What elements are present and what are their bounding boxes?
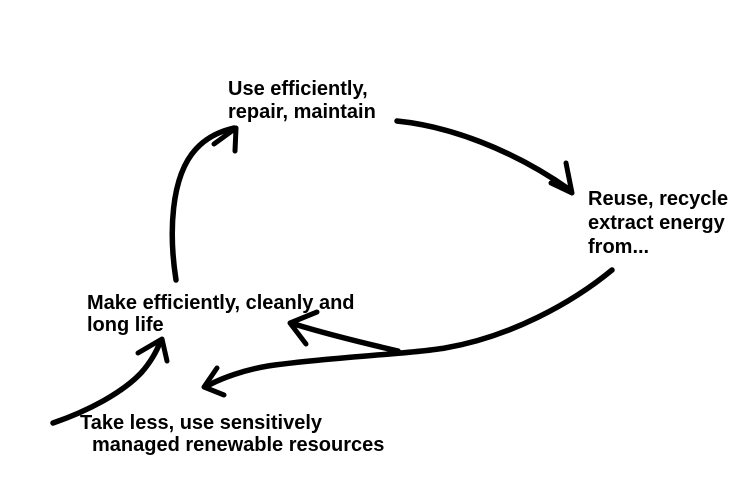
node-use-efficiently: Use efficiently, repair, maintain [228, 78, 376, 124]
arrow-use-to-reuse [394, 118, 575, 196]
node-make-line-2: long life [87, 314, 164, 336]
node-take-line-2: managed renewable resources [92, 434, 385, 456]
node-reuse-line-1: Reuse, recycle [588, 188, 729, 210]
node-use-line-1: Use efficiently, [228, 78, 368, 100]
arrow-take-to-make [50, 336, 170, 426]
node-reuse-recycle: Reuse, recycle extract energy from... [588, 187, 728, 259]
node-take-less: Take less, use sensitively managed renew… [80, 412, 384, 456]
arrow-make-to-use [169, 125, 239, 283]
arrow-reuse-to-take [201, 267, 615, 398]
node-use-line-2: repair, maintain [228, 101, 376, 123]
arrow-reuse-to-make [287, 309, 401, 354]
node-reuse-line-3: from... [588, 236, 650, 258]
node-reuse-line-2: extract energy [588, 212, 725, 234]
node-make-line-1: Make efficiently, cleanly and [87, 292, 355, 314]
node-take-line-1: Take less, use sensitively [80, 412, 323, 434]
node-make-efficiently: Make efficiently, cleanly and long life [87, 292, 355, 336]
